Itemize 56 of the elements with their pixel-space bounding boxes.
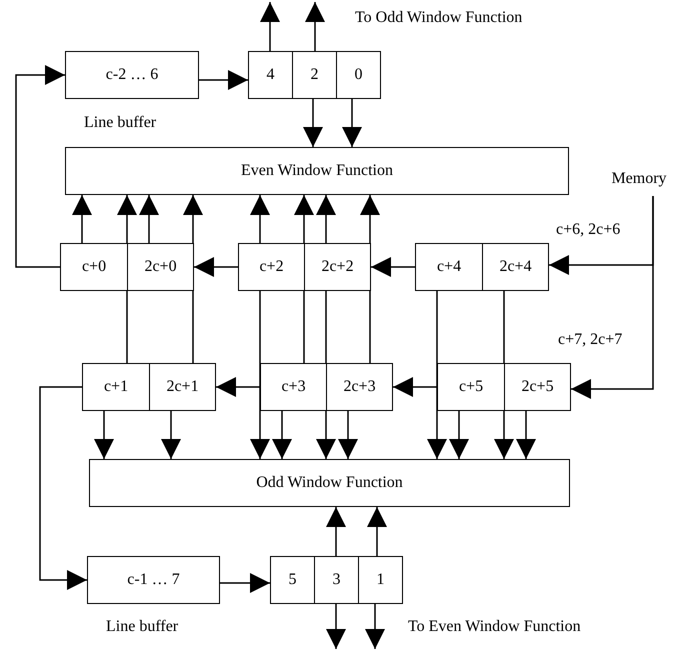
arrow bbox=[216, 377, 260, 397]
process-box: 2c+0 bbox=[127, 243, 194, 291]
arrow bbox=[365, 604, 385, 649]
text-label: Memory bbox=[600, 162, 678, 196]
process-box: 1 bbox=[358, 556, 403, 604]
arrow bbox=[220, 573, 270, 593]
arrow bbox=[516, 411, 536, 459]
process-box: 4 bbox=[248, 51, 293, 99]
process-box: c-1 … 7 bbox=[87, 556, 220, 604]
arrow bbox=[371, 257, 415, 277]
arrow bbox=[260, 2, 280, 51]
arrow bbox=[305, 2, 325, 51]
process-box: 2 bbox=[292, 51, 337, 99]
process-box: c+4 bbox=[415, 243, 483, 291]
process-box: Odd Window Function bbox=[89, 459, 570, 507]
arrow bbox=[316, 195, 336, 243]
process-box: c+3 bbox=[260, 363, 327, 411]
process-box: 2c+2 bbox=[304, 243, 371, 291]
arrow bbox=[326, 507, 346, 556]
arrow bbox=[161, 411, 181, 459]
process-box: c+2 bbox=[238, 243, 305, 291]
arrow bbox=[303, 99, 323, 147]
process-box: 0 bbox=[336, 51, 381, 99]
process-box: 5 bbox=[270, 556, 315, 604]
process-box: c-2 … 6 bbox=[65, 51, 199, 99]
arrow bbox=[139, 195, 159, 243]
process-box: 2c+5 bbox=[504, 363, 571, 411]
process-box: 2c+4 bbox=[482, 243, 549, 291]
arrow bbox=[250, 291, 270, 459]
arrow bbox=[194, 257, 238, 277]
arrow bbox=[15, 65, 65, 268]
caption-text: Line buffer bbox=[106, 617, 178, 637]
arrow bbox=[427, 291, 447, 459]
process-box: 2c+3 bbox=[326, 363, 393, 411]
text-label: To Even Window Function bbox=[408, 617, 581, 637]
arrow bbox=[342, 99, 362, 147]
arrow bbox=[72, 195, 92, 243]
arrow bbox=[393, 377, 437, 397]
process-box: Even Window Function bbox=[65, 147, 569, 195]
arrow bbox=[250, 195, 270, 243]
arrow bbox=[272, 411, 292, 459]
process-box: c+0 bbox=[60, 243, 128, 291]
arrow bbox=[39, 386, 87, 590]
process-box: c+1 bbox=[82, 363, 150, 411]
arrow bbox=[367, 507, 387, 556]
process-box: 2c+1 bbox=[149, 363, 216, 411]
process-box: 3 bbox=[314, 556, 359, 604]
arrow bbox=[199, 70, 248, 90]
arrow bbox=[338, 411, 358, 459]
arrow bbox=[571, 196, 654, 399]
arrow bbox=[326, 604, 346, 649]
caption-text: Line buffer bbox=[84, 113, 156, 133]
text-label: To Odd Window Function bbox=[355, 8, 522, 28]
process-box: c+5 bbox=[437, 363, 505, 411]
arrow bbox=[449, 411, 469, 459]
arrow bbox=[94, 411, 114, 459]
